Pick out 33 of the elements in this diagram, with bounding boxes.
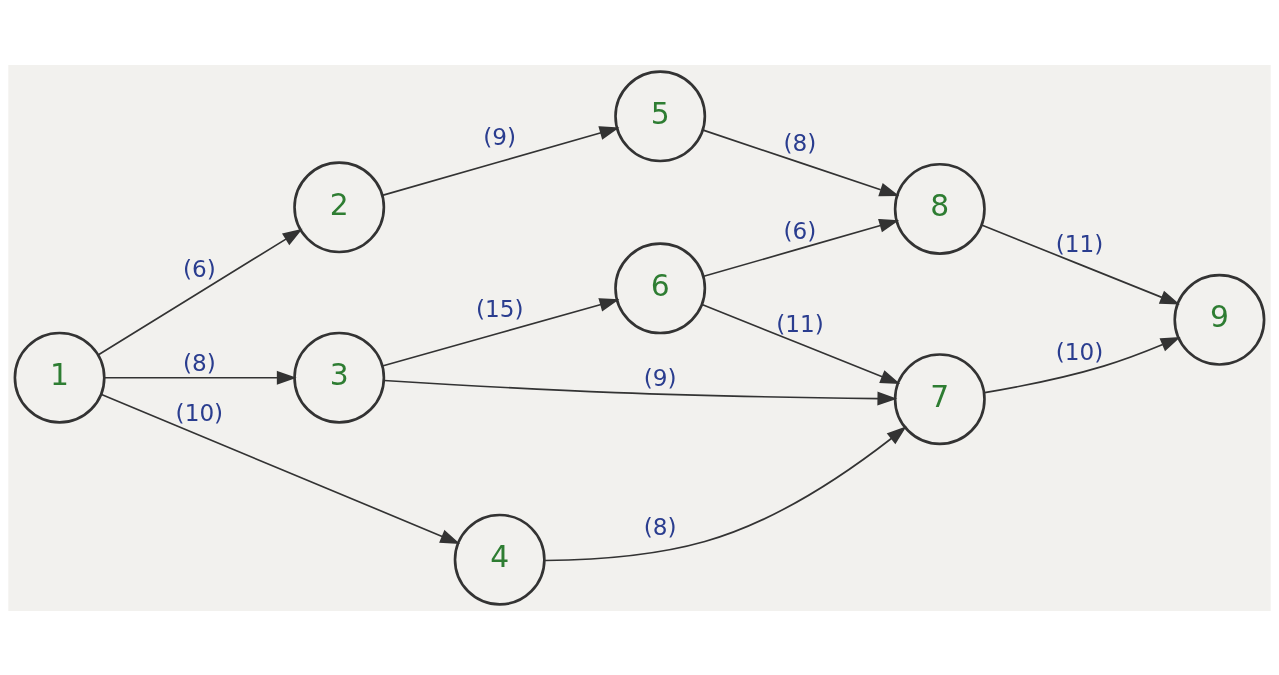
- edge-label: (8): [643, 513, 677, 540]
- edge-label: (6): [783, 217, 817, 244]
- arrow: [381, 125, 620, 196]
- edge-label: (11): [776, 310, 824, 337]
- edge-label: (10): [175, 399, 224, 426]
- arrow: [983, 336, 1181, 393]
- arrow: [381, 297, 620, 367]
- edge-label: (11): [1055, 230, 1104, 257]
- edge-label: (10): [1055, 338, 1104, 365]
- arrow: [100, 393, 461, 544]
- arrow: [97, 228, 303, 356]
- arrow: [702, 128, 900, 196]
- arrow: [702, 218, 900, 277]
- node-circle: 2: [293, 160, 386, 253]
- node-circle: 6: [614, 241, 707, 334]
- edge-label: (6): [182, 255, 216, 282]
- arrow: [103, 370, 297, 385]
- edge-label: (8): [182, 349, 216, 376]
- node-circle: 3: [293, 331, 386, 424]
- edge-label: (9): [643, 364, 677, 391]
- node-circle: 8: [893, 162, 986, 255]
- arrow: [701, 303, 901, 384]
- edge-label: (9): [483, 123, 517, 150]
- edge-label: (15): [475, 295, 524, 322]
- arrow: [980, 223, 1180, 305]
- edge-label: (8): [783, 129, 817, 156]
- node-circle: 9: [1173, 273, 1266, 366]
- node-circle: 7: [893, 352, 986, 445]
- node-circle: 5: [614, 69, 707, 162]
- arrow: [544, 425, 907, 561]
- node-circle: 1: [13, 331, 106, 424]
- arrow: [383, 379, 898, 406]
- node-circle: 4: [453, 513, 546, 606]
